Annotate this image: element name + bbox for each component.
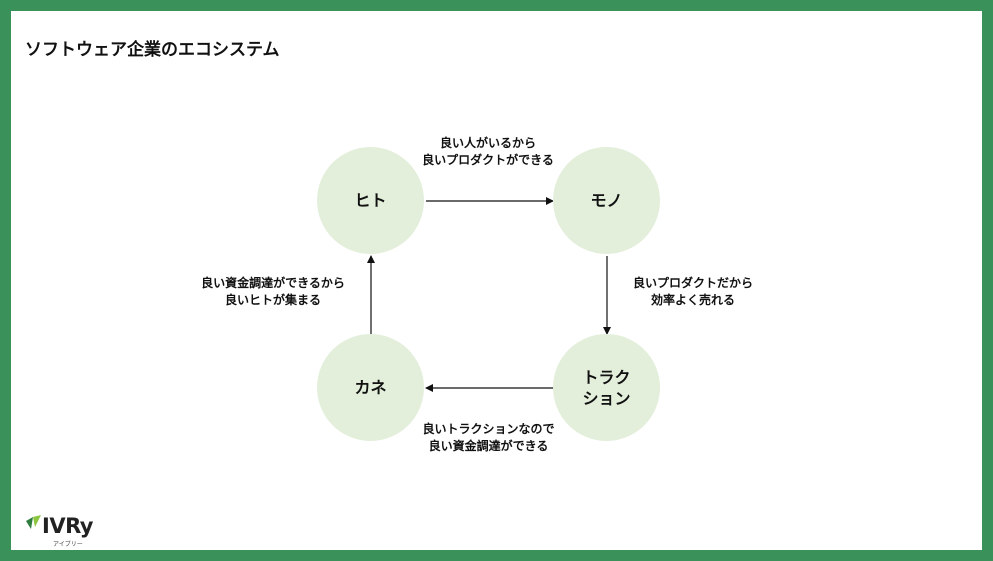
ivry-logo-reading: アイブリー	[53, 541, 83, 548]
edge-label-kane-to-hito: 良い資金調達ができるから 良いヒトが集まる	[201, 276, 345, 307]
arrows-layer	[367, 197, 611, 392]
edge-label-traction-to-kane: 良いトラクションなので 良い資金調達ができる	[422, 422, 555, 453]
node-hito: ヒト	[317, 147, 424, 254]
node-mono: モノ	[553, 147, 660, 254]
ivry-logo-mark-icon	[26, 515, 41, 529]
slide: ソフトウェア企業のエコシステム ヒト モノ トラク ション カネ 良い人がいるか…	[11, 11, 982, 550]
node-kane: カネ	[317, 334, 424, 441]
ivry-logo-text: IVRy	[42, 514, 93, 538]
slide-title: ソフトウェア企業のエコシステム	[25, 40, 280, 60]
edge-label-mono-to-traction: 良いプロダクトだから 効率よく売れる	[632, 276, 753, 307]
edge-label-hito-to-mono: 良い人がいるから 良いプロダクトができる	[422, 136, 554, 167]
ivry-logo: IVRy アイブリー	[23, 511, 113, 548]
node-traction: トラク ション	[553, 334, 660, 441]
